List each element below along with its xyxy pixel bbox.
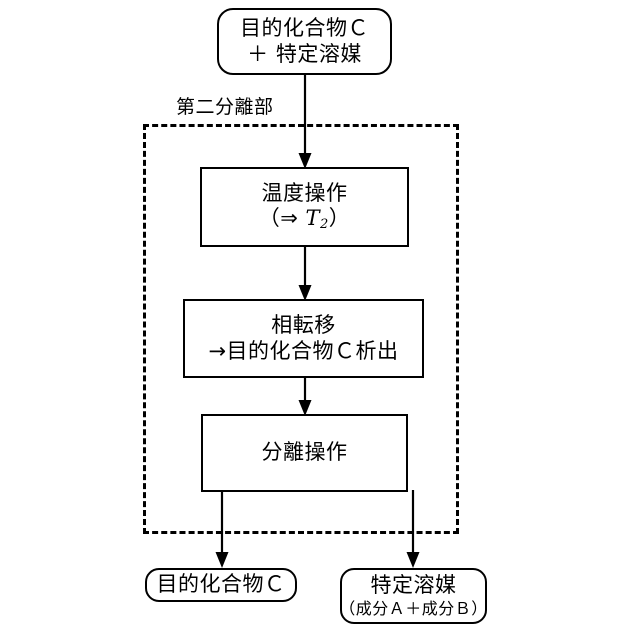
node-phase-transition-line-2: →目的化合物Ｃ析出 [208, 338, 399, 363]
node-separation-operation-line-1: 分離操作 [261, 440, 348, 465]
node-temperature-operation-line-2: （⇒ T2） [259, 206, 351, 233]
node-temperature-suffix: ） [328, 206, 351, 231]
arrow-separation-to-output-compound [215, 490, 229, 568]
node-input-compound-and-solvent[interactable]: 目的化合物Ｃ ＋ 特定溶媒 [217, 8, 392, 75]
node-temperature-variable-subscript: 2 [320, 217, 329, 233]
node-temperature-variable-symbol: T [305, 206, 320, 231]
node-separation-operation[interactable]: 分離操作 [201, 414, 408, 492]
node-output-target-compound-line-1: 目的化合物Ｃ [156, 572, 286, 597]
node-temperature-prefix: （⇒ [258, 206, 306, 231]
arrow-phase-transition-to-separation [298, 376, 312, 416]
arrow-temperature-to-phase-transition [298, 245, 312, 301]
node-output-specific-solvent-line-2: （成分Ａ＋成分Ｂ） [339, 599, 488, 619]
node-temperature-variable: T2 [305, 206, 329, 233]
node-phase-transition[interactable]: 相転移 →目的化合物Ｃ析出 [183, 299, 424, 378]
arrow-input-to-temperature [298, 73, 312, 169]
node-temperature-operation[interactable]: 温度操作 （⇒ T2） [200, 167, 409, 247]
node-input-line-2: ＋ 特定溶媒 [247, 41, 362, 66]
node-temperature-operation-line-1: 温度操作 [261, 180, 348, 205]
node-input-line-1: 目的化合物Ｃ [240, 15, 369, 40]
node-phase-transition-line-1: 相転移 [271, 312, 336, 337]
node-output-target-compound[interactable]: 目的化合物Ｃ [145, 568, 297, 602]
second-separation-unit-region [143, 124, 459, 534]
arrow-separation-to-output-solvent [406, 490, 420, 568]
second-separation-unit-label: 第二分離部 [176, 96, 274, 118]
node-output-specific-solvent[interactable]: 特定溶媒 （成分Ａ＋成分Ｂ） [339, 568, 488, 624]
node-output-specific-solvent-line-1: 特定溶媒 [370, 573, 457, 598]
